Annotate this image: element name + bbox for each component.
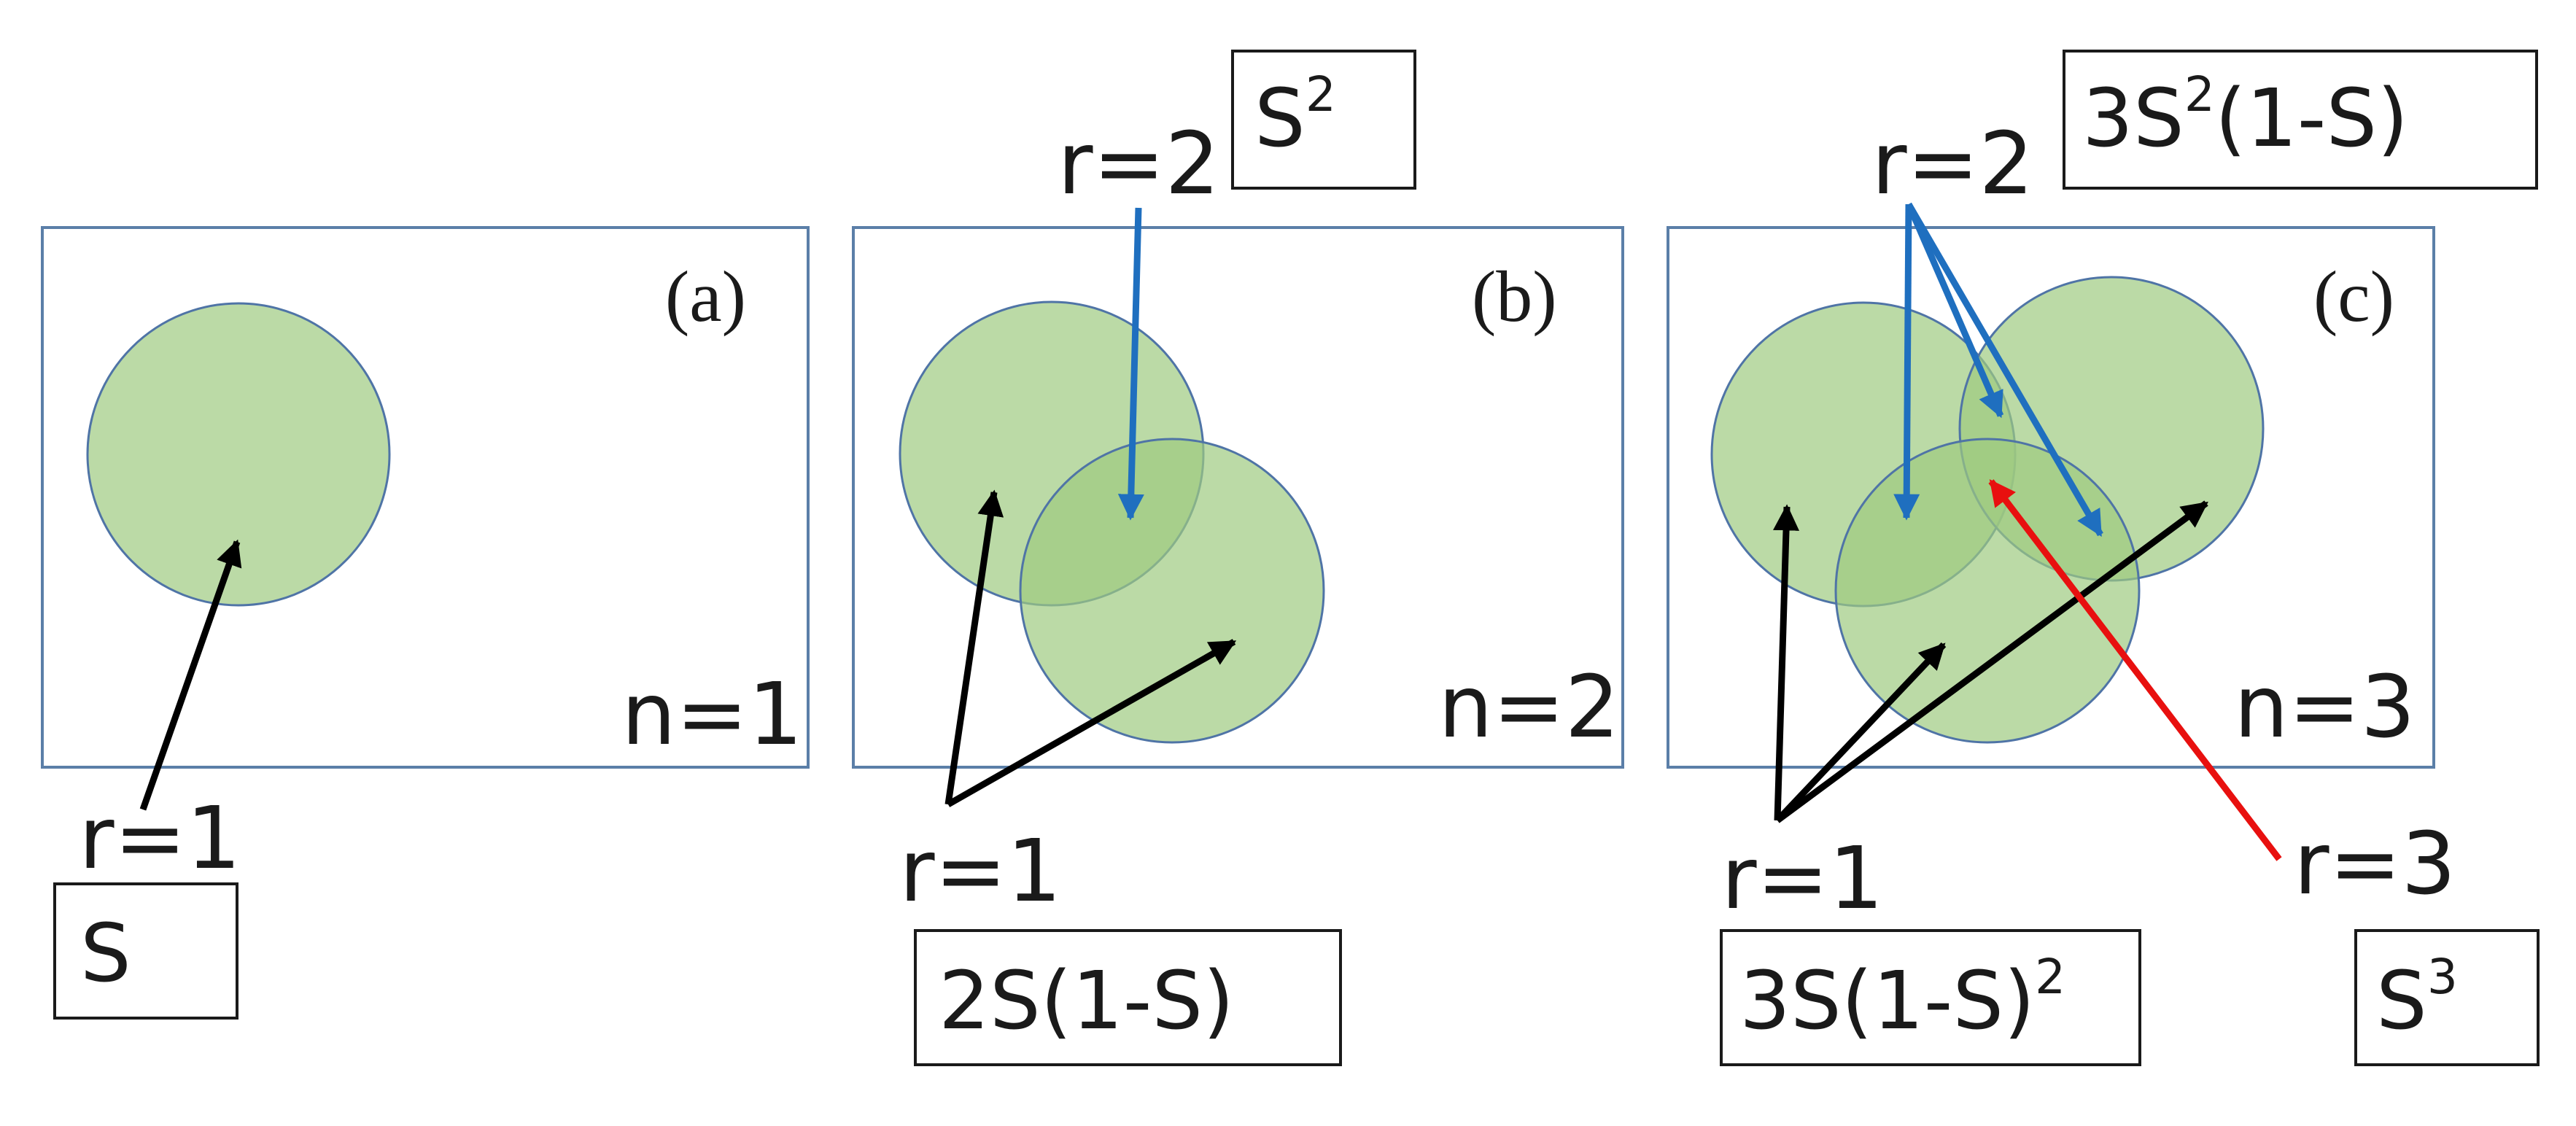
panel-c-arrow-r2-a xyxy=(1893,203,1920,521)
panel-a-formula-r1: S xyxy=(80,906,131,1000)
panel-c-formula-box-r3: S3 xyxy=(2354,929,2540,1066)
panel-c-formula-r1-base: 3S(1-S) xyxy=(1739,954,2035,1047)
panel-c-arrow-r1-a xyxy=(1773,504,1800,821)
panel-c-label: (c) xyxy=(2313,256,2394,337)
panel-b-arrow-r1-a xyxy=(944,489,1004,805)
panel-b-circle-2 xyxy=(1019,438,1325,744)
panel-c-formula-box-r1: 3S(1-S)2 xyxy=(1720,929,2141,1066)
panel-a-circle-1 xyxy=(86,302,391,607)
panel-c-arrow-r1-b xyxy=(1774,642,1947,823)
panel-c-circle-3 xyxy=(1834,438,2141,744)
panel-b-n-label: n=2 xyxy=(1438,656,1620,757)
panel-c-n-label: n=3 xyxy=(2234,656,2416,757)
panel-c-arrow-r3 xyxy=(1988,479,2282,861)
panel-b-frame xyxy=(852,226,1624,769)
panel-b: (b) n=2 r=1 r=2 2S(1-S) S2 xyxy=(852,50,1624,1066)
panel-c: (c) n=3 r=1 r=2 r=3 3S(1-S)2 3S2(1-S) S3 xyxy=(1667,50,2540,1066)
panel-b-r1-label: r=1 xyxy=(899,820,1061,921)
panel-c-formula-box-r2: 3S2(1-S) xyxy=(2063,50,2538,190)
panel-c-formula-r1-sup: 2 xyxy=(2035,949,2065,1005)
panel-a-formula-box: S xyxy=(53,882,238,1020)
panel-b-arrow-r2 xyxy=(1117,207,1144,521)
panel-c-arrow-r1-c xyxy=(1775,500,2208,823)
panel-a-label: (a) xyxy=(665,256,746,337)
panel-a-arrow-r1 xyxy=(139,539,242,811)
panel-c-r1-label: r=1 xyxy=(1721,828,1883,928)
panel-b-formula-r2-base: S xyxy=(1254,71,1306,165)
panel-a-frame xyxy=(41,226,810,769)
svg-text:S: S xyxy=(80,906,131,1000)
panel-a: (a) n=1 r=1 S xyxy=(41,226,810,1020)
svg-text:S3: S3 xyxy=(2376,949,2458,1047)
svg-text:3S(1-S)2: 3S(1-S)2 xyxy=(1739,949,2065,1047)
panel-c-frame xyxy=(1667,226,2435,769)
panel-c-formula-r2-tail: (1-S) xyxy=(2215,71,2408,165)
panel-b-label: (b) xyxy=(1472,256,1557,337)
panel-b-formula-box-r2: S2 xyxy=(1231,50,1416,190)
panel-b-r2-label: r=2 xyxy=(1058,113,1219,214)
panel-c-formula-r2-base: 3S xyxy=(2082,71,2184,165)
panel-b-formula-box-r1: 2S(1-S) xyxy=(914,929,1342,1066)
panel-c-formula-r3-sup: 3 xyxy=(2427,949,2458,1005)
svg-text:2S(1-S): 2S(1-S) xyxy=(939,954,1234,1047)
panel-c-r3-label: r=3 xyxy=(2294,813,2456,914)
panel-b-arrow-r1-b xyxy=(946,639,1237,807)
panel-c-arrow-r2-b xyxy=(1905,203,2004,419)
panel-c-r2-label: r=2 xyxy=(1871,113,2033,214)
panel-a-r1-label: r=1 xyxy=(79,788,241,888)
svg-text:3S2(1-S): 3S2(1-S) xyxy=(2082,66,2408,165)
svg-text:S2: S2 xyxy=(1254,66,1336,165)
panel-b-formula-r1: 2S(1-S) xyxy=(939,954,1234,1047)
panel-b-formula-r2-sup: 2 xyxy=(1306,66,1336,123)
panel-c-formula-r2-sup: 2 xyxy=(2184,66,2215,123)
panel-c-arrow-r2-c xyxy=(1906,202,2103,537)
panel-a-n-label: n=1 xyxy=(621,664,803,764)
panel-c-formula-r3-base: S xyxy=(2376,954,2427,1047)
